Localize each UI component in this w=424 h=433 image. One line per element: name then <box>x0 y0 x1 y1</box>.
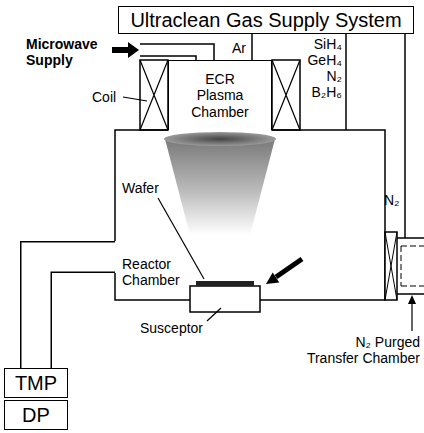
reactor-chamber: Reactor Chamber <box>115 130 385 300</box>
node-label: TMP <box>15 372 57 395</box>
part-label: Coil <box>92 89 116 105</box>
transfer-chamber-liner <box>401 246 424 286</box>
node-label: Ultraclean Gas Supply System <box>130 9 401 32</box>
susceptor-leader <box>207 308 221 321</box>
gas-label: N₂ <box>384 192 400 208</box>
part-label: N₂ Purged Transfer Chamber <box>303 334 420 366</box>
gate-valve <box>385 232 397 300</box>
gas-label: Ar <box>232 40 246 56</box>
wafer-arrow-shaft <box>276 259 302 277</box>
coil-left <box>140 60 168 130</box>
gas-label: B₂H₆ <box>292 84 342 100</box>
coil-leader <box>123 97 147 101</box>
plasma-disk <box>164 132 276 146</box>
plasma-chamber-box: ECR Plasma Chamber <box>168 60 272 130</box>
reactor-wall <box>115 130 385 300</box>
coil-right <box>272 60 300 130</box>
wafer <box>196 281 254 286</box>
pump-box: DP <box>4 400 68 430</box>
transfer-leader <box>411 302 412 331</box>
microwave-arrow-shaft <box>112 47 128 53</box>
transfer-leader-head <box>408 295 416 304</box>
wafer-arrow-head <box>266 272 279 284</box>
microwave-waveguide <box>140 44 214 60</box>
pump-duct-bore <box>36 257 116 368</box>
gas-line <box>251 34 253 60</box>
gas-label: N₂ <box>292 68 342 84</box>
susceptor <box>190 286 260 312</box>
microwave-label: Microwave Supply <box>26 36 110 68</box>
n2-purge-line <box>404 34 406 238</box>
coil-cross <box>140 60 168 130</box>
part-label: Susceptor <box>140 320 203 336</box>
transfer-chamber <box>397 238 424 294</box>
gas-label: SiH₄ <box>292 36 342 52</box>
pump-box: TMP <box>4 368 68 398</box>
gate-valve-cross <box>385 232 397 300</box>
plasma-stream <box>165 139 275 235</box>
microwave-arrow-head <box>128 42 139 58</box>
gas-label: GeH₄ <box>292 52 342 68</box>
coil-cross <box>272 60 300 130</box>
supply-box: Ultraclean Gas Supply System <box>118 6 414 34</box>
node-label: ECR Plasma Chamber <box>188 71 252 119</box>
part-label: Wafer <box>122 180 159 196</box>
node-label: Reactor Chamber <box>122 256 186 288</box>
gas-line <box>345 34 347 130</box>
node-label: DP <box>22 404 50 427</box>
pump-duct <box>36 257 115 368</box>
